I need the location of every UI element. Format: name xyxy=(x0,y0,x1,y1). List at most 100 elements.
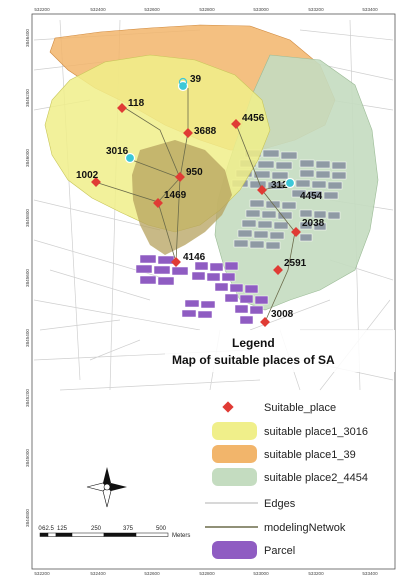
scale-unit: Meters xyxy=(172,533,190,539)
legend-title: Legend xyxy=(232,336,275,350)
x-tick-bottom: 532400 xyxy=(90,571,106,576)
x-tick-top: 532200 xyxy=(34,7,50,12)
legend-label: Suitable_place xyxy=(264,402,336,414)
swatch-icon xyxy=(212,468,257,486)
suitable-place-4146: 4146 xyxy=(171,252,206,267)
scale-segment xyxy=(103,532,137,537)
legend-label: suitable place1_3016 xyxy=(264,426,368,438)
legend-item: Parcel xyxy=(212,541,295,559)
suitable-place-2591: 2591 xyxy=(273,258,307,275)
place-label: 3008 xyxy=(271,309,294,320)
place-label: 4456 xyxy=(242,113,265,124)
legend-item: Suitable_place xyxy=(222,401,336,414)
scale-segment xyxy=(71,532,105,537)
scale-label: 0 xyxy=(38,526,42,532)
scale-label: 62.5 xyxy=(42,526,54,532)
x-tick-bottom: 533200 xyxy=(308,571,324,576)
x-tick-top: 532400 xyxy=(90,7,106,12)
cyan-point-icon xyxy=(124,152,136,164)
suitable-place-950: 950 xyxy=(175,167,203,182)
place-label: 2038 xyxy=(302,218,325,229)
place-label: 4146 xyxy=(183,252,206,263)
diamond-marker-icon xyxy=(257,185,267,195)
scale-segment xyxy=(47,532,57,537)
y-tick: 3845600 xyxy=(25,269,30,287)
legend-label: Edges xyxy=(264,498,296,510)
diamond-marker-icon xyxy=(183,128,193,138)
x-tick-bottom: 532200 xyxy=(34,571,50,576)
diamond-marker-icon xyxy=(91,177,101,187)
place-label: 1469 xyxy=(164,190,187,201)
place-label: 39 xyxy=(190,74,202,85)
diamond-marker-icon xyxy=(291,227,301,237)
diamond-marker-icon xyxy=(231,119,241,129)
legend-label: modelingNetwok xyxy=(264,522,346,534)
x-ticks-bottom: 532200 532400 532600 532800 533000 533200 5334… xyxy=(34,571,378,576)
y-tick: 3845800 xyxy=(25,209,30,227)
place-label: 118 xyxy=(128,98,145,109)
x-tick-top: 532800 xyxy=(199,7,215,12)
suitable-place-39: 39 xyxy=(177,74,202,92)
diamond-icon xyxy=(222,401,234,413)
legend-item: Edges xyxy=(205,498,296,510)
legend-item: suitable place2_4454 xyxy=(212,468,368,486)
suitable-place-1469: 1469 xyxy=(153,190,187,208)
suitable-place-3688: 3688 xyxy=(183,126,217,138)
diamond-marker-icon xyxy=(175,172,185,182)
x-tick-top: 532600 xyxy=(144,7,160,12)
scale-label: 500 xyxy=(156,526,167,532)
x-tick-bottom: 533000 xyxy=(253,571,269,576)
x-tick-top: 533400 xyxy=(362,7,378,12)
swatch-icon xyxy=(212,422,257,440)
x-tick-bottom: 532800 xyxy=(199,571,215,576)
legend-item: suitable place1_3016 xyxy=(212,422,368,440)
suitable-place-4454: 4454 xyxy=(284,177,323,202)
suitable-place-3127: 3127 xyxy=(257,180,294,195)
suitable-place-118: 118 xyxy=(117,98,145,113)
suitable-place-4456: 4456 xyxy=(231,113,265,129)
legend-item: suitable place1_39 xyxy=(212,445,356,463)
y-tick: 3846200 xyxy=(25,89,30,107)
x-tick-top: 533000 xyxy=(253,7,269,12)
diamond-marker-icon xyxy=(153,198,163,208)
legend-label: suitable place1_39 xyxy=(264,449,356,461)
diamond-marker-icon xyxy=(260,317,270,327)
x-tick-bottom: 532600 xyxy=(144,571,160,576)
scale-segment xyxy=(135,532,169,537)
place-label: 3127 xyxy=(271,180,294,191)
legend-label: Parcel xyxy=(264,545,295,557)
legend-label: suitable place2_4454 xyxy=(264,472,368,484)
cyan-ring-icon xyxy=(178,77,188,87)
y-tick: 3846000 xyxy=(25,149,30,167)
suitable-place-3008: 3008 xyxy=(260,309,294,327)
place-label: 2591 xyxy=(284,258,307,269)
north-arrow-icon xyxy=(86,467,127,508)
y-tick: 3845200 xyxy=(25,389,30,407)
legend-items: Suitable_place suitable place1_3016suitab… xyxy=(205,401,368,559)
place-label: 950 xyxy=(186,167,203,178)
legend-subtitle: Map of suitable places of SA xyxy=(172,353,335,367)
scale-segment xyxy=(55,532,73,537)
y-tick: 3844800 xyxy=(25,509,30,527)
suitable-place-2038: 2038 xyxy=(291,218,325,237)
diamond-marker-icon xyxy=(117,103,127,113)
cyan-point-icon xyxy=(284,177,296,189)
scale-label: 375 xyxy=(123,526,134,532)
x-tick-bottom: 533400 xyxy=(362,571,378,576)
place-label: 1002 xyxy=(76,170,99,181)
y-tick: 3845000 xyxy=(25,449,30,467)
diamond-marker-icon xyxy=(273,265,283,275)
legend-title-backdrop xyxy=(165,330,395,372)
scale-label: 125 xyxy=(57,526,68,532)
y-ticks: 3846400384620038460003845800384560038454… xyxy=(25,29,30,527)
legend-item: modelingNetwok xyxy=(205,522,346,534)
suitable-place-3016: 3016 xyxy=(106,146,136,164)
parcel-layer xyxy=(135,254,269,325)
place-label: 3016 xyxy=(106,146,129,157)
swatch-icon xyxy=(212,445,257,463)
